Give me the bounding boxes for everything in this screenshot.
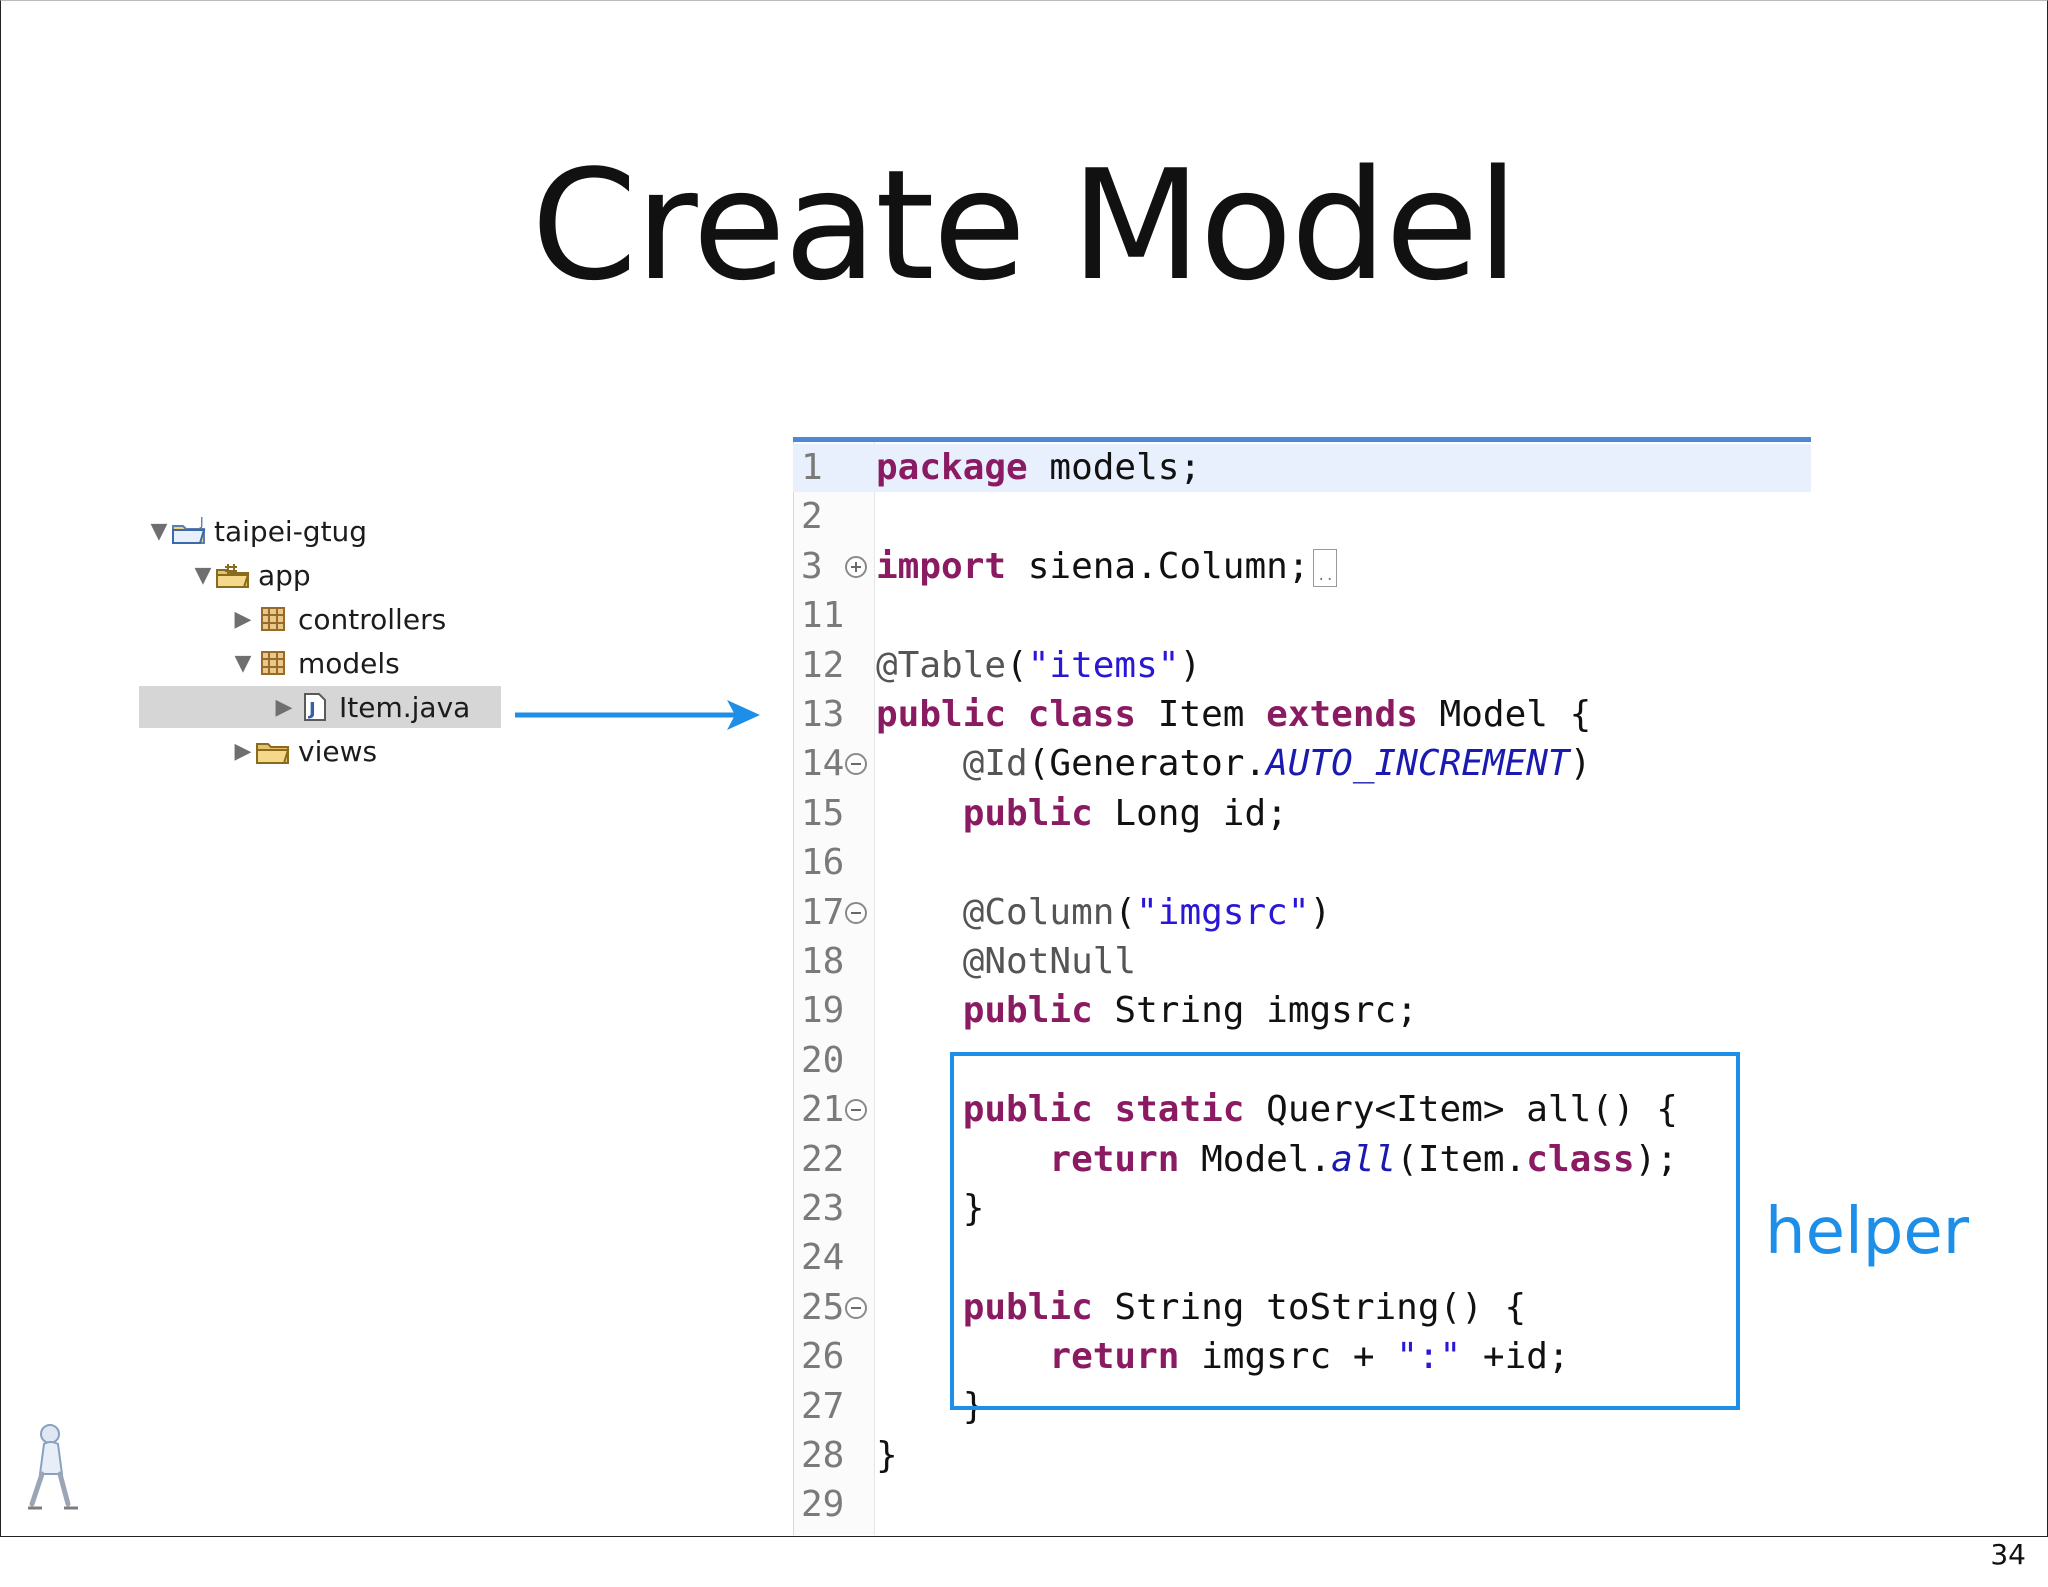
line-number: 26: [801, 1336, 845, 1378]
line-number: 27: [801, 1385, 845, 1427]
code-line[interactable]: 27 }: [793, 1383, 1811, 1431]
right-arrow-icon: [515, 700, 760, 730]
code-line[interactable]: 18 @NotNull: [793, 938, 1811, 986]
code-line[interactable]: 1 package models;: [793, 444, 1811, 492]
code-line[interactable]: 12 @Table("items"): [793, 642, 1811, 690]
tree-item-app[interactable]: ▼ app: [192, 554, 311, 596]
code-text: @Id(Generator.AUTO_INCREMENT): [962, 743, 1592, 785]
code-line[interactable]: 25 public String toString() {: [793, 1284, 1811, 1332]
tree-item-label: controllers: [298, 602, 447, 636]
code-line[interactable]: 26 return imgsrc + ":" +id;: [793, 1333, 1811, 1381]
line-number: 11: [801, 595, 845, 637]
code-text: public String imgsrc;: [962, 990, 1418, 1032]
collapse-fold-icon[interactable]: [845, 753, 867, 776]
code-text: import siena.Column;..: [876, 543, 1338, 591]
tree-item-item-java[interactable]: ▶ J Item.java: [139, 686, 501, 728]
line-number: 24: [801, 1237, 845, 1279]
collapse-fold-icon[interactable]: [845, 1296, 867, 1319]
collapse-triangle-icon[interactable]: ▶: [275, 694, 293, 720]
line-number: 23: [801, 1188, 845, 1229]
code-text: public String toString() {: [962, 1286, 1527, 1328]
folder-icon: [256, 743, 290, 764]
code-line[interactable]: 2: [793, 493, 1811, 541]
tree-item-label: Item.java: [339, 690, 471, 724]
code-line[interactable]: 11: [793, 592, 1811, 640]
code-text: public static Query<Item> all() {: [962, 1089, 1678, 1131]
line-number: 19: [801, 990, 845, 1032]
code-text: package models;: [876, 447, 1202, 488]
code-line[interactable]: 17 @Column("imgsrc"): [793, 889, 1811, 937]
line-number: 14: [801, 743, 845, 785]
code-line[interactable]: 24: [793, 1234, 1811, 1282]
expand-triangle-icon[interactable]: ▼: [194, 562, 212, 588]
line-number: 16: [801, 842, 845, 884]
line-number: 1: [801, 447, 823, 488]
line-number: 21: [801, 1089, 845, 1131]
helper-highlight-box: [950, 1052, 1740, 1410]
code-line[interactable]: 29: [793, 1481, 1811, 1529]
tree-item-label: views: [298, 734, 378, 768]
tree-item-views[interactable]: ▶ views: [232, 730, 378, 772]
code-text: return imgsrc + ":" +id;: [1049, 1336, 1570, 1378]
collapse-triangle-icon[interactable]: ▶: [234, 606, 252, 632]
expand-fold-icon[interactable]: [845, 555, 867, 578]
code-text: public Long id;: [962, 792, 1288, 834]
line-number-gutter: [793, 442, 875, 1535]
line-number: 3: [801, 545, 823, 587]
code-text: @Column("imgsrc"): [962, 891, 1332, 933]
code-line[interactable]: 20: [793, 1037, 1811, 1085]
line-number: 25: [801, 1286, 845, 1328]
package-icon: [261, 651, 285, 675]
collapse-fold-icon[interactable]: [845, 901, 867, 924]
java-file-icon: J: [304, 693, 326, 721]
code-text: return Model.all(Item.class);: [1049, 1138, 1678, 1180]
code-text: @Table("items"): [876, 644, 1202, 686]
collapse-triangle-icon[interactable]: ▶: [234, 738, 252, 764]
line-number: 29: [801, 1484, 845, 1526]
code-line[interactable]: 3 import siena.Column;..: [793, 543, 1811, 591]
page-number: 34: [1990, 1538, 2026, 1571]
slide-title: Create Model: [531, 137, 1519, 314]
source-folder-icon: [216, 564, 250, 588]
expand-triangle-icon[interactable]: ▼: [234, 650, 252, 676]
expand-triangle-icon[interactable]: ▼: [150, 518, 168, 544]
line-number: 22: [801, 1138, 845, 1180]
line-number: 15: [801, 792, 845, 834]
line-number: 20: [801, 1039, 845, 1081]
java-project-icon: J: [172, 516, 206, 544]
code-line[interactable]: 21 public static Query<Item> all() {: [793, 1086, 1811, 1134]
tree-item-models[interactable]: ▼ models: [232, 642, 400, 684]
line-number: 13: [801, 694, 845, 735]
mascot-logo-icon: [28, 1424, 78, 1510]
tree-item-label: taipei-gtug: [214, 514, 368, 548]
collapsed-imports-icon[interactable]: ..: [1313, 548, 1338, 587]
svg-text:J: J: [199, 516, 204, 529]
collapse-fold-icon[interactable]: [845, 1099, 867, 1122]
code-text: }: [876, 1188, 985, 1229]
svg-text:J: J: [307, 699, 316, 720]
code-text: public class Item extends Model {: [876, 694, 1592, 735]
line-number: 28: [801, 1435, 845, 1476]
line-number: 12: [801, 644, 845, 686]
code-text: }: [876, 1435, 898, 1476]
code-line[interactable]: 14 @Id(Generator.AUTO_INCREMENT): [793, 740, 1811, 788]
tree-item-label: models: [298, 646, 400, 680]
tree-item-label: app: [258, 558, 311, 592]
code-text: @NotNull: [962, 941, 1137, 982]
code-line[interactable]: 28}: [793, 1432, 1811, 1480]
tree-item-controllers[interactable]: ▶ controllers: [232, 598, 447, 640]
package-icon: [261, 607, 285, 631]
line-number: 17: [801, 891, 845, 933]
code-line[interactable]: 15 public Long id;: [793, 790, 1811, 838]
code-line[interactable]: 16: [793, 839, 1811, 887]
line-number: 18: [801, 941, 845, 982]
helper-label: helper: [1765, 1195, 1970, 1269]
code-line[interactable]: 22 return Model.all(Item.class);: [793, 1136, 1811, 1184]
code-line[interactable]: 19 public String imgsrc;: [793, 987, 1811, 1035]
code-line[interactable]: 23 }: [793, 1185, 1811, 1233]
code-line[interactable]: 13 public class Item extends Model {: [793, 691, 1811, 739]
line-number: 2: [801, 496, 823, 538]
tree-item-taipei-gtug[interactable]: ▼ J taipei-gtug: [148, 510, 368, 552]
